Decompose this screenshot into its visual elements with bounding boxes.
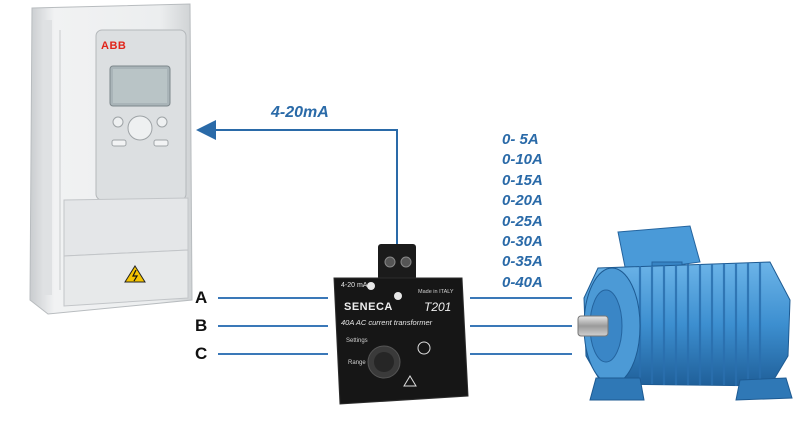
terminal-block: [378, 244, 416, 280]
range-item: 0-20A: [502, 192, 543, 210]
range-item: 0-35A: [502, 253, 543, 271]
ct-made-in: Made in ITALY: [418, 289, 454, 295]
range-item: 0- 5A: [502, 131, 539, 148]
drive-keypad: [95, 29, 187, 201]
ct-brand: SENECA: [344, 301, 393, 313]
range-item: 0-30A: [502, 233, 543, 251]
phase-label-c: C: [195, 344, 208, 363]
range-item: 0-25A: [502, 212, 543, 230]
ct-rating: 40A AC current transformer: [341, 318, 433, 327]
drive-brand-logo: ABB: [101, 40, 127, 52]
abb-drive: [29, 3, 193, 315]
ct-output-label: 4-20 mA: [341, 282, 368, 289]
signal-line: [196, 120, 398, 244]
motor-terminal-box: [617, 225, 701, 273]
ct-warning-icon: [403, 375, 417, 387]
ct-range-label: Range: [348, 360, 366, 366]
ct-settings-label: Settings: [346, 338, 368, 344]
motor-shaft: [577, 315, 609, 337]
current-range-list: 0- 5A 0-10A 0-15A 0-20A 0-25A 0-30A 0-35…: [502, 130, 572, 293]
drive-nav-button: [127, 115, 153, 141]
phase-label-a: A: [195, 288, 208, 307]
range-item: 0-15A: [502, 171, 543, 189]
ct-model: T201: [424, 300, 452, 314]
signal-label: 4-20mA: [271, 104, 329, 121]
warning-icon: [124, 265, 146, 283]
phase-label-b: B: [195, 316, 208, 335]
range-item: 0-40A: [502, 273, 543, 291]
electric-motor: [577, 225, 793, 401]
ul-mark-icon: [417, 341, 431, 355]
range-item: 0-10A: [502, 151, 543, 169]
current-transformer: [333, 244, 469, 405]
